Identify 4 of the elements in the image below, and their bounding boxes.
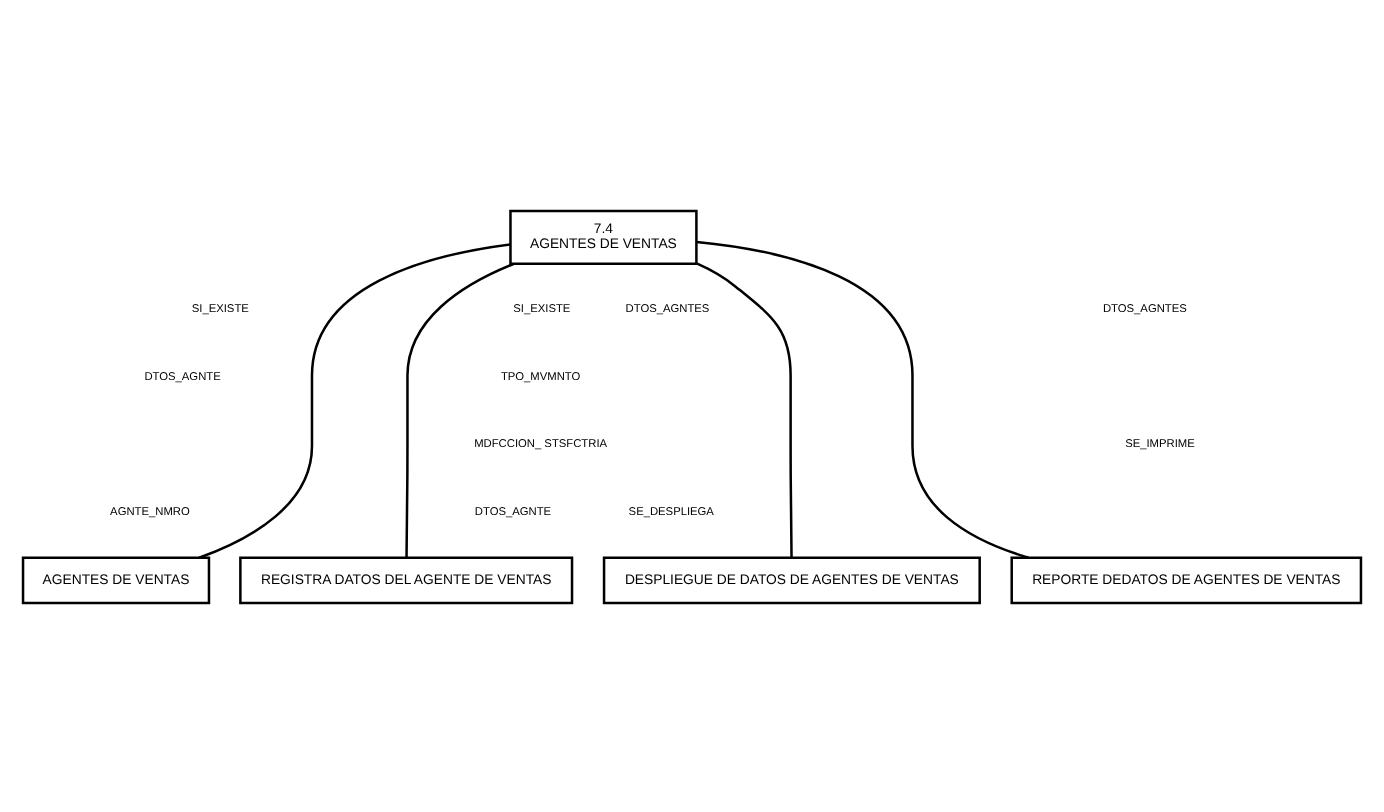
connector (696, 261, 793, 557)
connector (198, 242, 511, 558)
connector (696, 239, 1029, 558)
connector (405, 261, 514, 557)
